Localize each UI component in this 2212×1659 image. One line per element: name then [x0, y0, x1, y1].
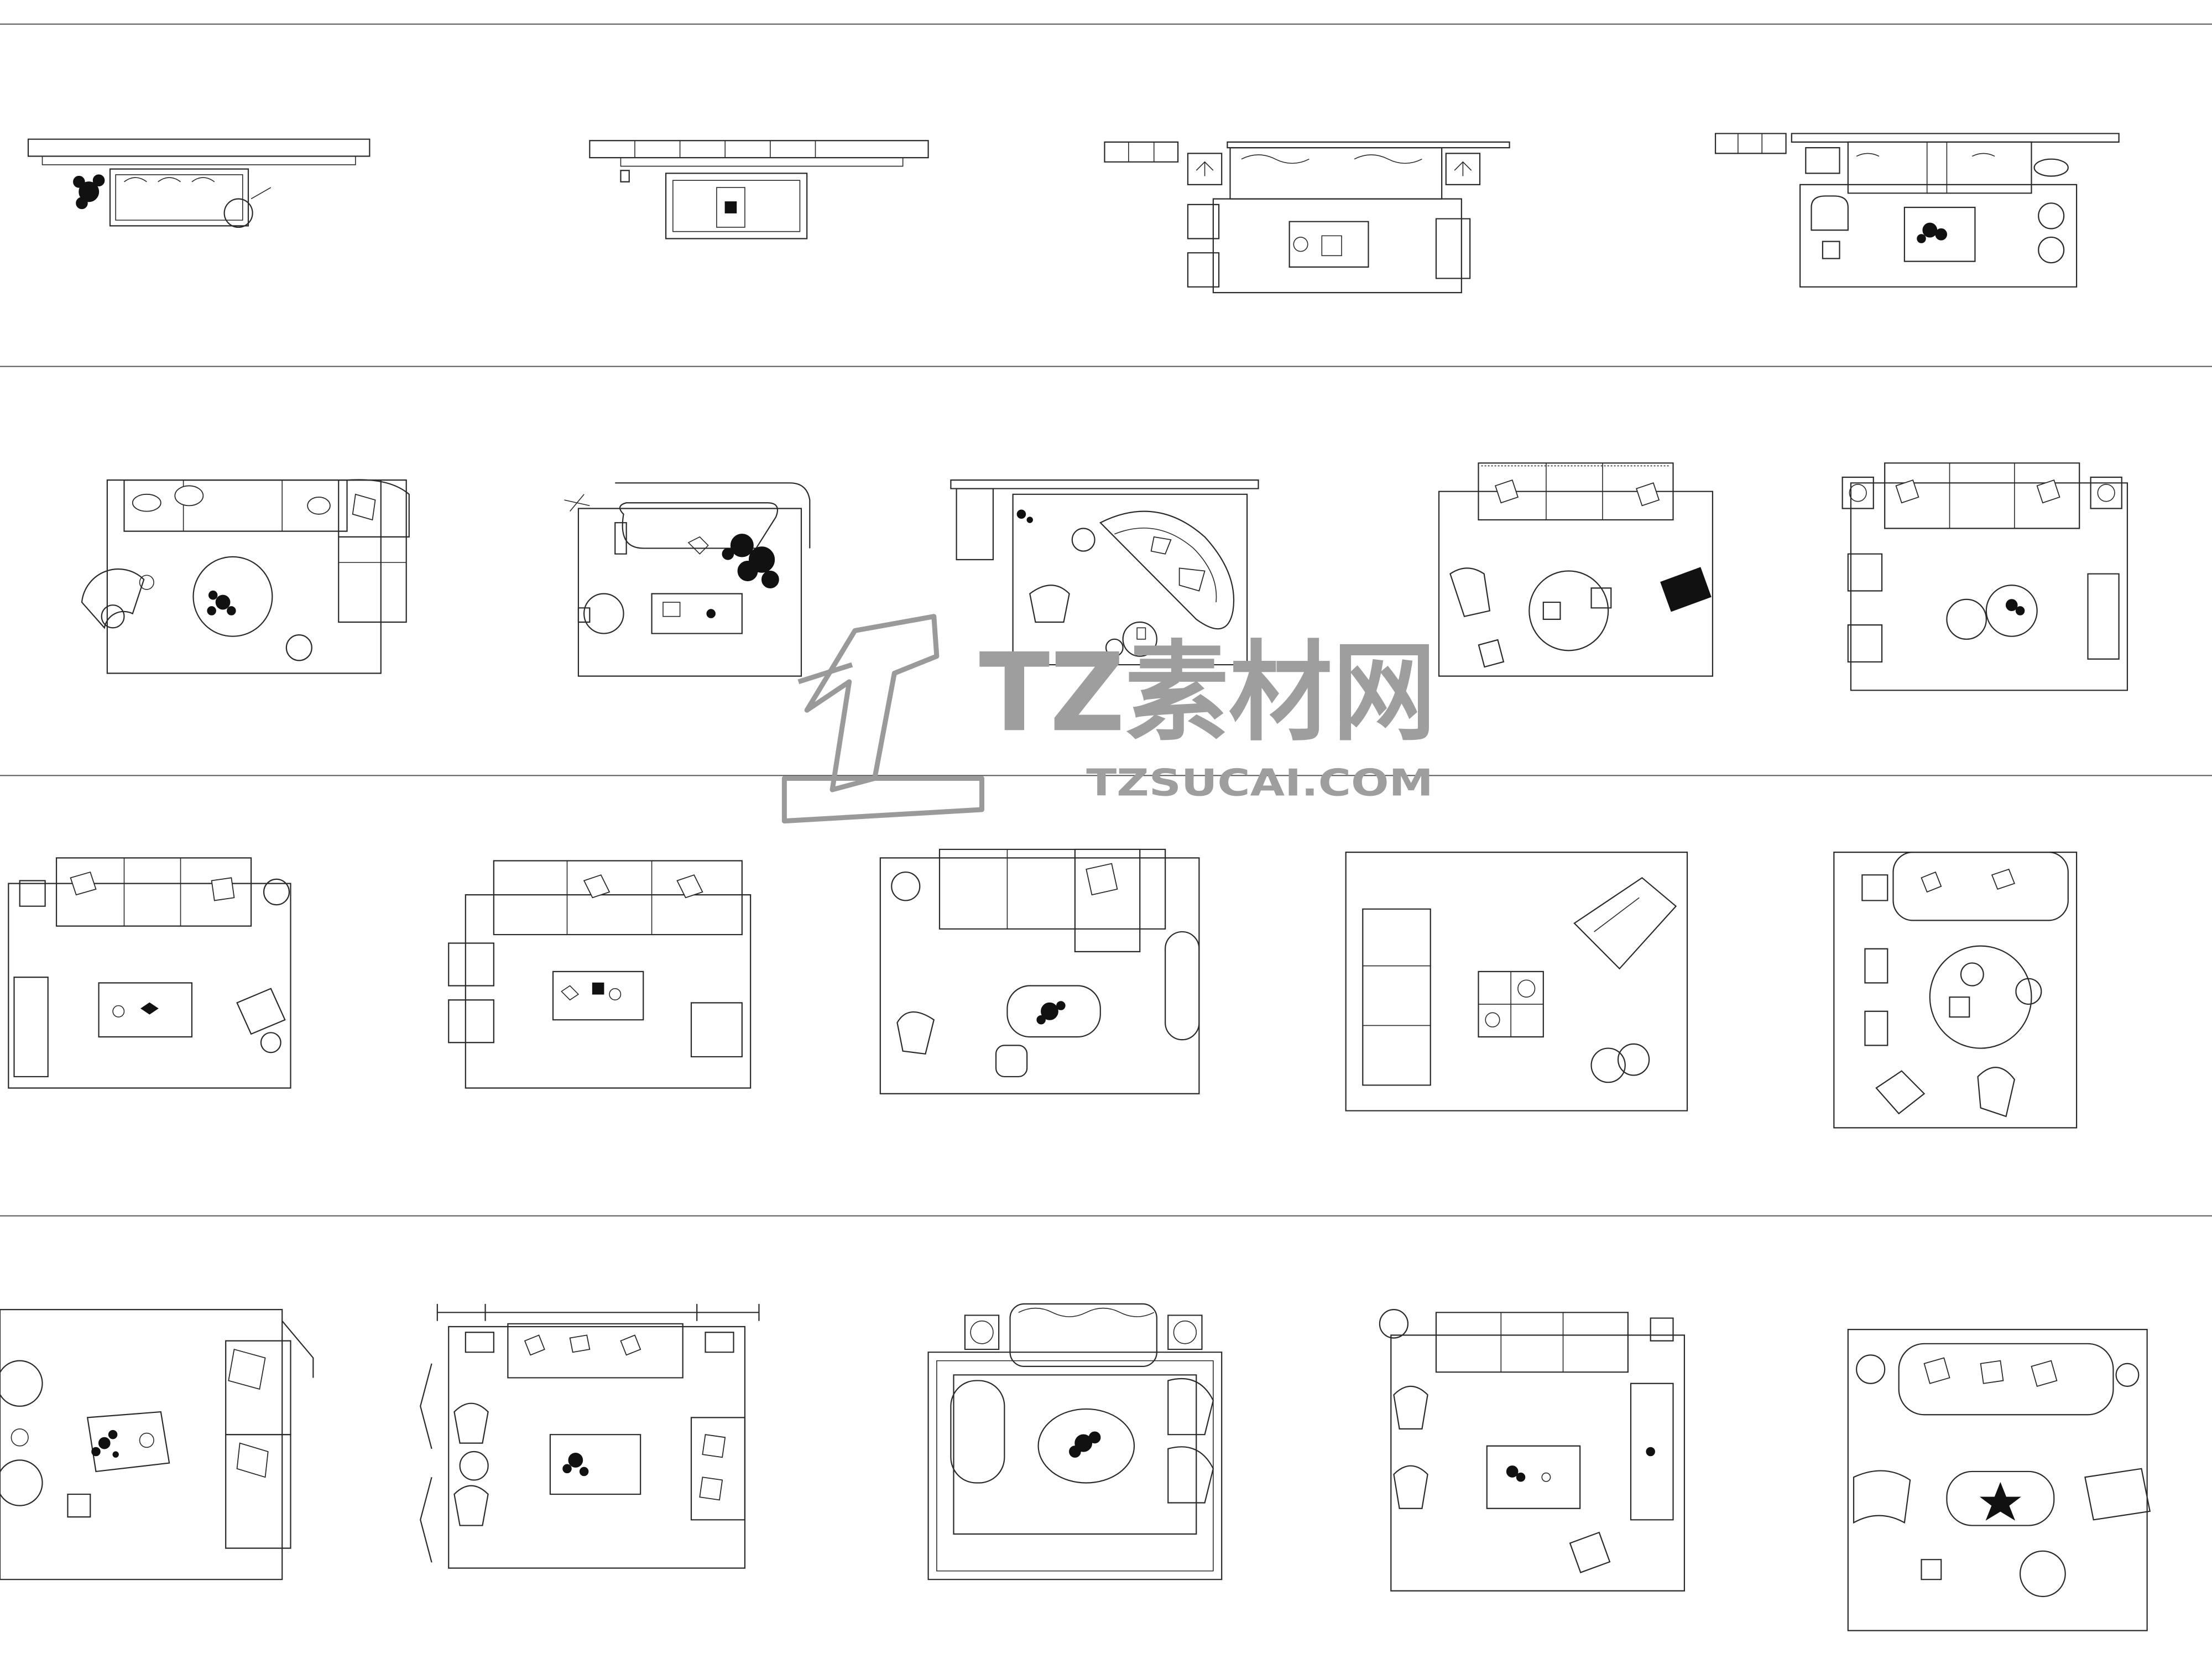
plant-icon: [1070, 1432, 1100, 1457]
watermark: TZ素材网 TZSUCAI.COM: [784, 617, 1436, 821]
plant-icon: [563, 1453, 588, 1476]
plan-sofa-oval-table: [1848, 1329, 2150, 1631]
plant-icon: [74, 175, 105, 209]
plan-kidney-sofa-round-tables: [951, 480, 1258, 665]
plan-rug-sofa-armchairs: [1439, 463, 1713, 676]
watermark-brand-cn: TZ素材网: [979, 630, 1436, 756]
plan-curved-sofa-with-plants: [564, 483, 810, 676]
plant-icon: [1017, 510, 1032, 523]
plan-sofa-with-rug-and-stools: [1715, 133, 2119, 286]
plan-sectional-oval-bench: [880, 849, 1199, 1094]
plan-sectional-twin-chairs: [448, 861, 750, 1088]
row-separators: [0, 24, 2212, 1216]
plant-icon: [92, 1430, 118, 1457]
plant-icon: [207, 591, 236, 615]
plan-narrow-sofa-strip: [28, 139, 369, 227]
plan-sofa-armchairs-curtain: [420, 1304, 759, 1568]
plan-sofa-tv-cabinet: [1380, 1310, 1684, 1591]
watermark-brand-url: TZSUCAI.COM: [1086, 761, 1433, 804]
plant-icon: [722, 534, 779, 588]
plant-icon: [1506, 1466, 1525, 1481]
plan-sofa-with-twin-armchairs: [1104, 142, 1509, 293]
plan-sofa-with-tv-console: [589, 140, 928, 238]
plan-corner-sofa-lounge: [0, 1310, 313, 1579]
plant-icon: [2006, 599, 2025, 615]
plan-classic-sofa-oval-table: [928, 1304, 1222, 1579]
watermark-logo-icon: [784, 617, 982, 821]
plan-sofa-with-side-tables: [1843, 463, 2127, 690]
plan-round-table-living: [1834, 852, 2077, 1128]
plan-l-sectional-round-table: [82, 479, 409, 673]
plan-sofa-armchair-coffee-table: [8, 858, 290, 1088]
plant-icon: [1037, 1001, 1065, 1024]
plant-icon: [1917, 223, 1947, 243]
plan-sofa-lounge-chair: [1346, 852, 1687, 1110]
